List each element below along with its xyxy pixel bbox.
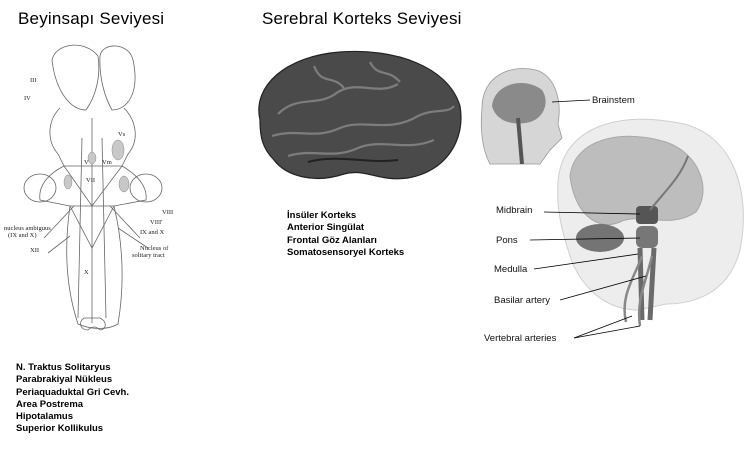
label-cn4: IV	[24, 95, 31, 102]
label-midbrain: Midbrain	[496, 205, 532, 216]
label-viii-prime: VIII'	[150, 219, 162, 226]
brainstem-level-heading: Beyinsapı Seviyesi	[18, 9, 164, 29]
brainstem-diagram-labels: III IV V Vs Vm VII VIII VIII' IX and X n…	[4, 77, 173, 276]
list-item: İnsüler Korteks	[287, 210, 404, 222]
list-item: N. Traktus Solitaryus	[16, 362, 129, 374]
label-nucleus-of: Nucleus of	[140, 245, 169, 252]
label-vs: Vs	[118, 131, 126, 138]
label-medulla: Medulla	[494, 264, 528, 275]
list-item: Area Postrema	[16, 399, 129, 411]
label-solitary-tract: solitary tract	[132, 252, 165, 259]
label-cn3: III	[30, 77, 37, 84]
cortex-level-heading: Serebral Korteks Seviyesi	[262, 9, 462, 29]
list-item: Superior Kollikulus	[16, 423, 129, 435]
brainstem-structures-list: N. Traktus Solitaryus Parabrakiyal Nükle…	[16, 362, 129, 436]
cortex-brain-image	[248, 44, 466, 194]
label-viii: VIII	[162, 209, 173, 216]
label-basilar-artery: Basilar artery	[494, 295, 550, 306]
list-item: Parabrakiyal Nükleus	[16, 374, 129, 386]
label-ix-x: IX and X	[140, 229, 164, 236]
list-item: Somatosensoryel Korteks	[287, 247, 404, 259]
label-nucleus-ambiguus: nucleus ambiguus	[4, 225, 51, 232]
anatomy-illustration: Brainstem Midbrain Pons Medulla Basilar …	[470, 60, 747, 360]
label-x: X	[84, 269, 89, 276]
label-vii: VII	[86, 177, 95, 184]
list-item: Hipotalamus	[16, 411, 129, 423]
sagittal-head-image	[481, 69, 562, 164]
label-pons: Pons	[496, 235, 518, 246]
label-xii: XII	[30, 247, 39, 254]
list-item: Periaquaduktal Gri Cevh.	[16, 387, 129, 399]
label-brainstem: Brainstem	[592, 95, 635, 106]
label-cn5: V	[84, 159, 89, 166]
list-item: Anterior Singülat	[287, 222, 404, 234]
label-vertebral-arteries: Vertebral arteries	[484, 333, 557, 344]
label-ix-and-x-paren: (IX and X)	[8, 232, 37, 239]
brainstem-diagram: III IV V Vs Vm VII VIII VIII' IX and X n…	[0, 38, 185, 338]
list-item: Frontal Göz Alanları	[287, 235, 404, 247]
brain-vasculature-image	[558, 119, 744, 326]
cortex-structures-list: İnsüler Korteks Anterior Singülat Fronta…	[287, 210, 404, 259]
label-vm: Vm	[102, 159, 112, 166]
